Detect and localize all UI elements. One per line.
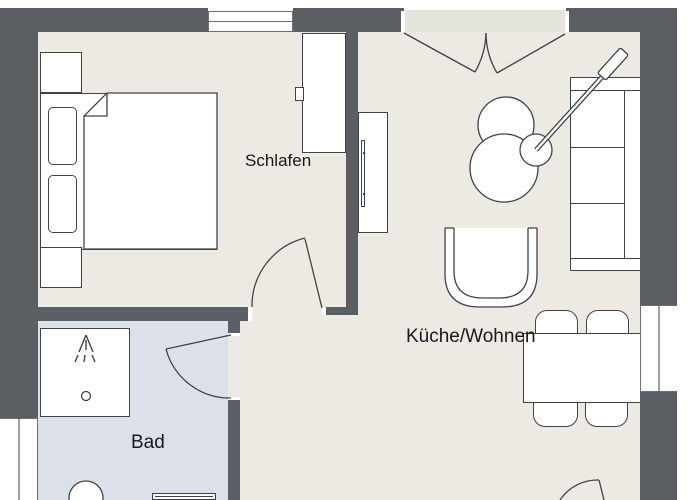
- wardrobe: [302, 33, 346, 153]
- wall-top-middle: [293, 8, 404, 32]
- sideboard: [358, 112, 388, 233]
- wall-bathroom-right-stub: [228, 315, 240, 333]
- window-glass-line: [209, 21, 292, 22]
- wall-bedroom-door-side: [326, 307, 358, 315]
- window-living-right: [640, 305, 677, 392]
- chair: [533, 402, 578, 427]
- wall-left: [0, 8, 38, 418]
- chair: [585, 402, 628, 427]
- sofa: [570, 77, 641, 271]
- entry-niche: [404, 10, 566, 32]
- pillow: [48, 175, 77, 233]
- sideboard-knob: [363, 193, 365, 195]
- dining-table: [523, 333, 642, 403]
- bathroom-door-jamb: [228, 333, 240, 336]
- entry-door-jamb: [401, 11, 405, 32]
- chair: [586, 310, 629, 335]
- sideboard-knob: [363, 152, 365, 154]
- nightstand-bottom: [40, 247, 82, 288]
- wall-right: [640, 8, 677, 500]
- wall-bathroom-top: [0, 307, 248, 321]
- bedroom-door-jamb: [248, 307, 252, 321]
- sofa-backrest-line: [624, 90, 625, 259]
- sofa-cushion-line: [571, 203, 624, 204]
- nightstand-top: [40, 52, 82, 93]
- room-label-bedroom: Schlafen: [245, 151, 312, 170]
- window-bedroom-top: [208, 11, 293, 32]
- wardrobe-handle: [295, 87, 304, 101]
- entry-door-jamb: [565, 11, 569, 32]
- room-label-bathroom: Bad: [131, 432, 165, 453]
- window-bathroom-left: [0, 418, 38, 500]
- radiator: [152, 493, 216, 500]
- window-glass-line: [18, 419, 20, 500]
- sideboard-door-strip: [361, 140, 365, 207]
- radiator-inner-line: [155, 496, 213, 497]
- bathroom-door-jamb: [228, 397, 240, 400]
- wall-bedroom-living: [346, 30, 358, 315]
- window-glass-line: [658, 306, 660, 391]
- bedroom-door-jamb: [322, 307, 326, 315]
- sofa-cushion-line: [571, 147, 624, 148]
- pillow: [48, 107, 77, 165]
- room-label-kitchen-living: Küche/Wohnen: [406, 326, 536, 347]
- sofa-armrest-line: [571, 258, 640, 259]
- wall-bathroom-right: [228, 400, 240, 500]
- chair: [535, 310, 578, 335]
- sofa-armrest-line: [571, 90, 640, 91]
- shower: [40, 328, 130, 417]
